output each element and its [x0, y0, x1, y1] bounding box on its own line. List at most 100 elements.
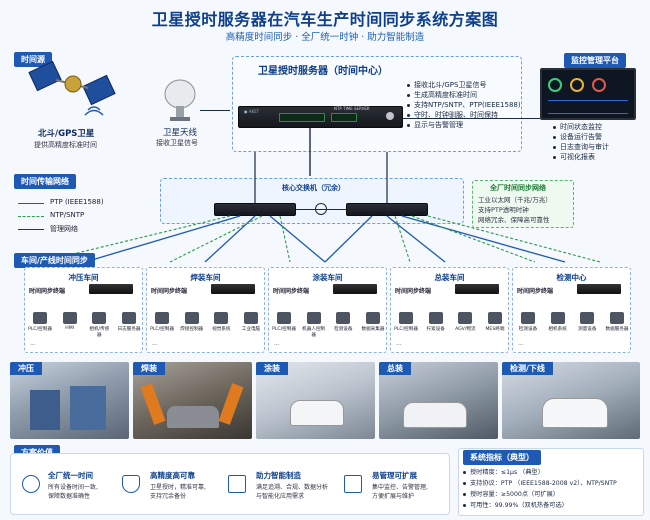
device: 相机/传感器: [87, 312, 111, 338]
workshop-title: 涂装车间: [312, 273, 343, 282]
legend-ptp-line: [18, 203, 44, 204]
device: AGV/物流: [453, 312, 477, 332]
server-frame: [232, 56, 522, 152]
photo-stamping: 冲压: [10, 362, 129, 439]
network-connections: [39, 128, 601, 263]
workshop-terminal: [89, 284, 133, 294]
device-row: PLC/控制器 HMI 相机/传感器 日志服务器: [28, 312, 141, 338]
workshop-sub: 时间同步终端: [517, 288, 554, 295]
server-feature: 显示与告警管理: [406, 120, 524, 130]
legend-ptp: PTP (IEEE1588): [50, 198, 104, 206]
device: PLC/控制器: [150, 312, 174, 332]
value-desc: 满足追溯、合规、数据分析与智能化应用需求: [256, 484, 329, 500]
plant-line: 工业以太网（千兆/万兆）: [478, 196, 552, 204]
page-title: 卫星授时服务器在汽车生产时间同步系统方案图: [151, 10, 499, 29]
device: 焊接控制器: [180, 312, 204, 332]
server-icon: [344, 475, 362, 493]
rack-display: [279, 113, 325, 122]
device: 视觉系统: [209, 312, 233, 332]
plant-network-box: [472, 180, 574, 228]
metrics-tag: 系统指标（典型）: [463, 450, 541, 465]
page-subtitle: 高精度时间同步 · 全厂统一时钟 · 助力智能制造: [225, 32, 425, 43]
value-panel: [10, 453, 450, 515]
device: 工业电脑: [239, 312, 263, 332]
photo-painting: 涂装: [256, 362, 375, 439]
device: 日志服务器: [117, 312, 141, 338]
chart-icon: [228, 475, 246, 493]
value-desc: 所有设备时间一致,保障数据准确性: [48, 484, 98, 500]
time-server-rack: ● AKET NTP TIME SERVER: [238, 106, 403, 128]
device: MES终端: [483, 312, 507, 332]
workshop-sub: 时间同步终端: [29, 288, 66, 295]
value-title: 助力智能制造: [256, 471, 301, 480]
workshop-title: 焊装车间: [190, 273, 221, 282]
value-title: 全厂统一时间: [48, 471, 93, 480]
clock-icon: [22, 475, 40, 493]
value-desc: 集中监控、告警管理,方便扩展与维护: [372, 484, 428, 500]
core-switch-a: [214, 203, 296, 216]
value-title: 高精度高可靠: [150, 471, 195, 480]
legend-ntp-line: [18, 216, 44, 217]
device-row: PLC/控制器 拧紧设备 AGV/物流 MES终端: [394, 312, 507, 332]
more-dots: ···: [396, 342, 402, 349]
device: 测量设备: [575, 312, 599, 332]
monitor-item: 时间状态监控: [552, 122, 609, 132]
workshop-title: 冲压车间: [68, 273, 99, 282]
metric-item: 授时容量：≥5000点（可扩展）: [462, 489, 644, 500]
antenna-label: 卫星天线: [163, 128, 198, 138]
photo-welding: 焊装: [133, 362, 252, 439]
shield-icon: [122, 475, 140, 493]
workshops-tag: 车间/产线时间同步: [14, 253, 95, 268]
core-switch-label: 核心交换机（冗余）: [282, 184, 345, 192]
device: HMI: [58, 312, 82, 338]
device: PLC/控制器: [272, 312, 296, 338]
metric-item: 授时精度：≤1μs （典型）: [462, 467, 644, 478]
device: PLC/控制器: [28, 312, 52, 338]
workshop-sub: 时间同步终端: [273, 288, 310, 295]
workshop-sub: 时间同步终端: [151, 288, 188, 295]
workshop-title: 总装车间: [434, 273, 465, 282]
workshop-stamping: 冲压车间 时间同步终端 PLC/控制器 HMI 相机/传感器 日志服务器 ···: [24, 267, 143, 353]
satellite-desc: 提供高精度标准时间: [34, 141, 97, 149]
metric-item: 支持协议：PTP （IEEE1588-2008 v2）、NTP/SNTP: [462, 478, 644, 489]
antenna-icon: [164, 79, 196, 121]
server-feature: 生成高精度标准时间: [406, 90, 524, 100]
legend-ntp: NTP/SNTP: [50, 211, 85, 219]
photo-label: 冲压: [10, 362, 42, 375]
server-feature-list: 接收北斗/GPS卫星信号 生成高精度标准时间 支持NTP/SNTP、PTP(IE…: [406, 80, 524, 130]
device: 检测设备: [331, 312, 355, 338]
workshop-assembly: 总装车间 时间同步终端 PLC/控制器 拧紧设备 AGV/物流 MES终端 ··…: [390, 267, 509, 353]
device: 数据采集器: [361, 312, 385, 338]
monitor-item: 可视化报表: [552, 152, 609, 162]
monitor-tag: 监控管理平台: [564, 53, 626, 68]
workshop-title: 检测中心: [556, 273, 587, 282]
monitor-link: [403, 118, 540, 119]
monitor-item: 设备运行告警: [552, 132, 609, 142]
photo-label: 涂装: [256, 362, 288, 375]
more-dots: ···: [30, 342, 36, 349]
rack-brand: ● AKET: [244, 109, 260, 114]
satellite-icon: [28, 60, 116, 116]
device: 拧紧设备: [424, 312, 448, 332]
device-row: PLC/控制器 焊接控制器 视觉系统 工业电脑: [150, 312, 263, 332]
rack-knob: [386, 112, 394, 120]
server-feature: 接收北斗/GPS卫星信号: [406, 80, 524, 90]
workshop-terminal: [211, 284, 255, 294]
antenna-link: [200, 110, 230, 111]
device: 机器人控制器: [302, 312, 326, 338]
rack-label: NTP TIME SERVER: [334, 106, 370, 111]
server-title: 卫星授时服务器（时间中心）: [258, 66, 388, 77]
photo-label: 焊装: [133, 362, 165, 375]
monitor-list: 时间状态监控 设备运行告警 日志查询与审计 可视化报表: [552, 122, 609, 162]
workshop-sub: 时间同步终端: [395, 288, 432, 295]
photo-label: 总装: [379, 362, 411, 375]
satellite-label: 北斗/GPS卫星: [38, 129, 95, 139]
workshop-painting: 涂装车间 时间同步终端 PLC/控制器 机器人控制器 检测设备 数据采集器 ··…: [268, 267, 387, 353]
photo-label: 检测/下线: [502, 362, 553, 375]
device: PLC/控制器: [394, 312, 418, 332]
metrics-list: 授时精度：≤1μs （典型） 支持协议：PTP （IEEE1588-2008 v…: [462, 467, 644, 511]
more-dots: ···: [518, 342, 524, 349]
metric-item: 可用性：99.99%（双机热备可选）: [462, 500, 644, 511]
core-switch-b: [346, 203, 428, 216]
value-desc: 卫星授时，精准可靠,支持冗余备份: [150, 484, 206, 500]
